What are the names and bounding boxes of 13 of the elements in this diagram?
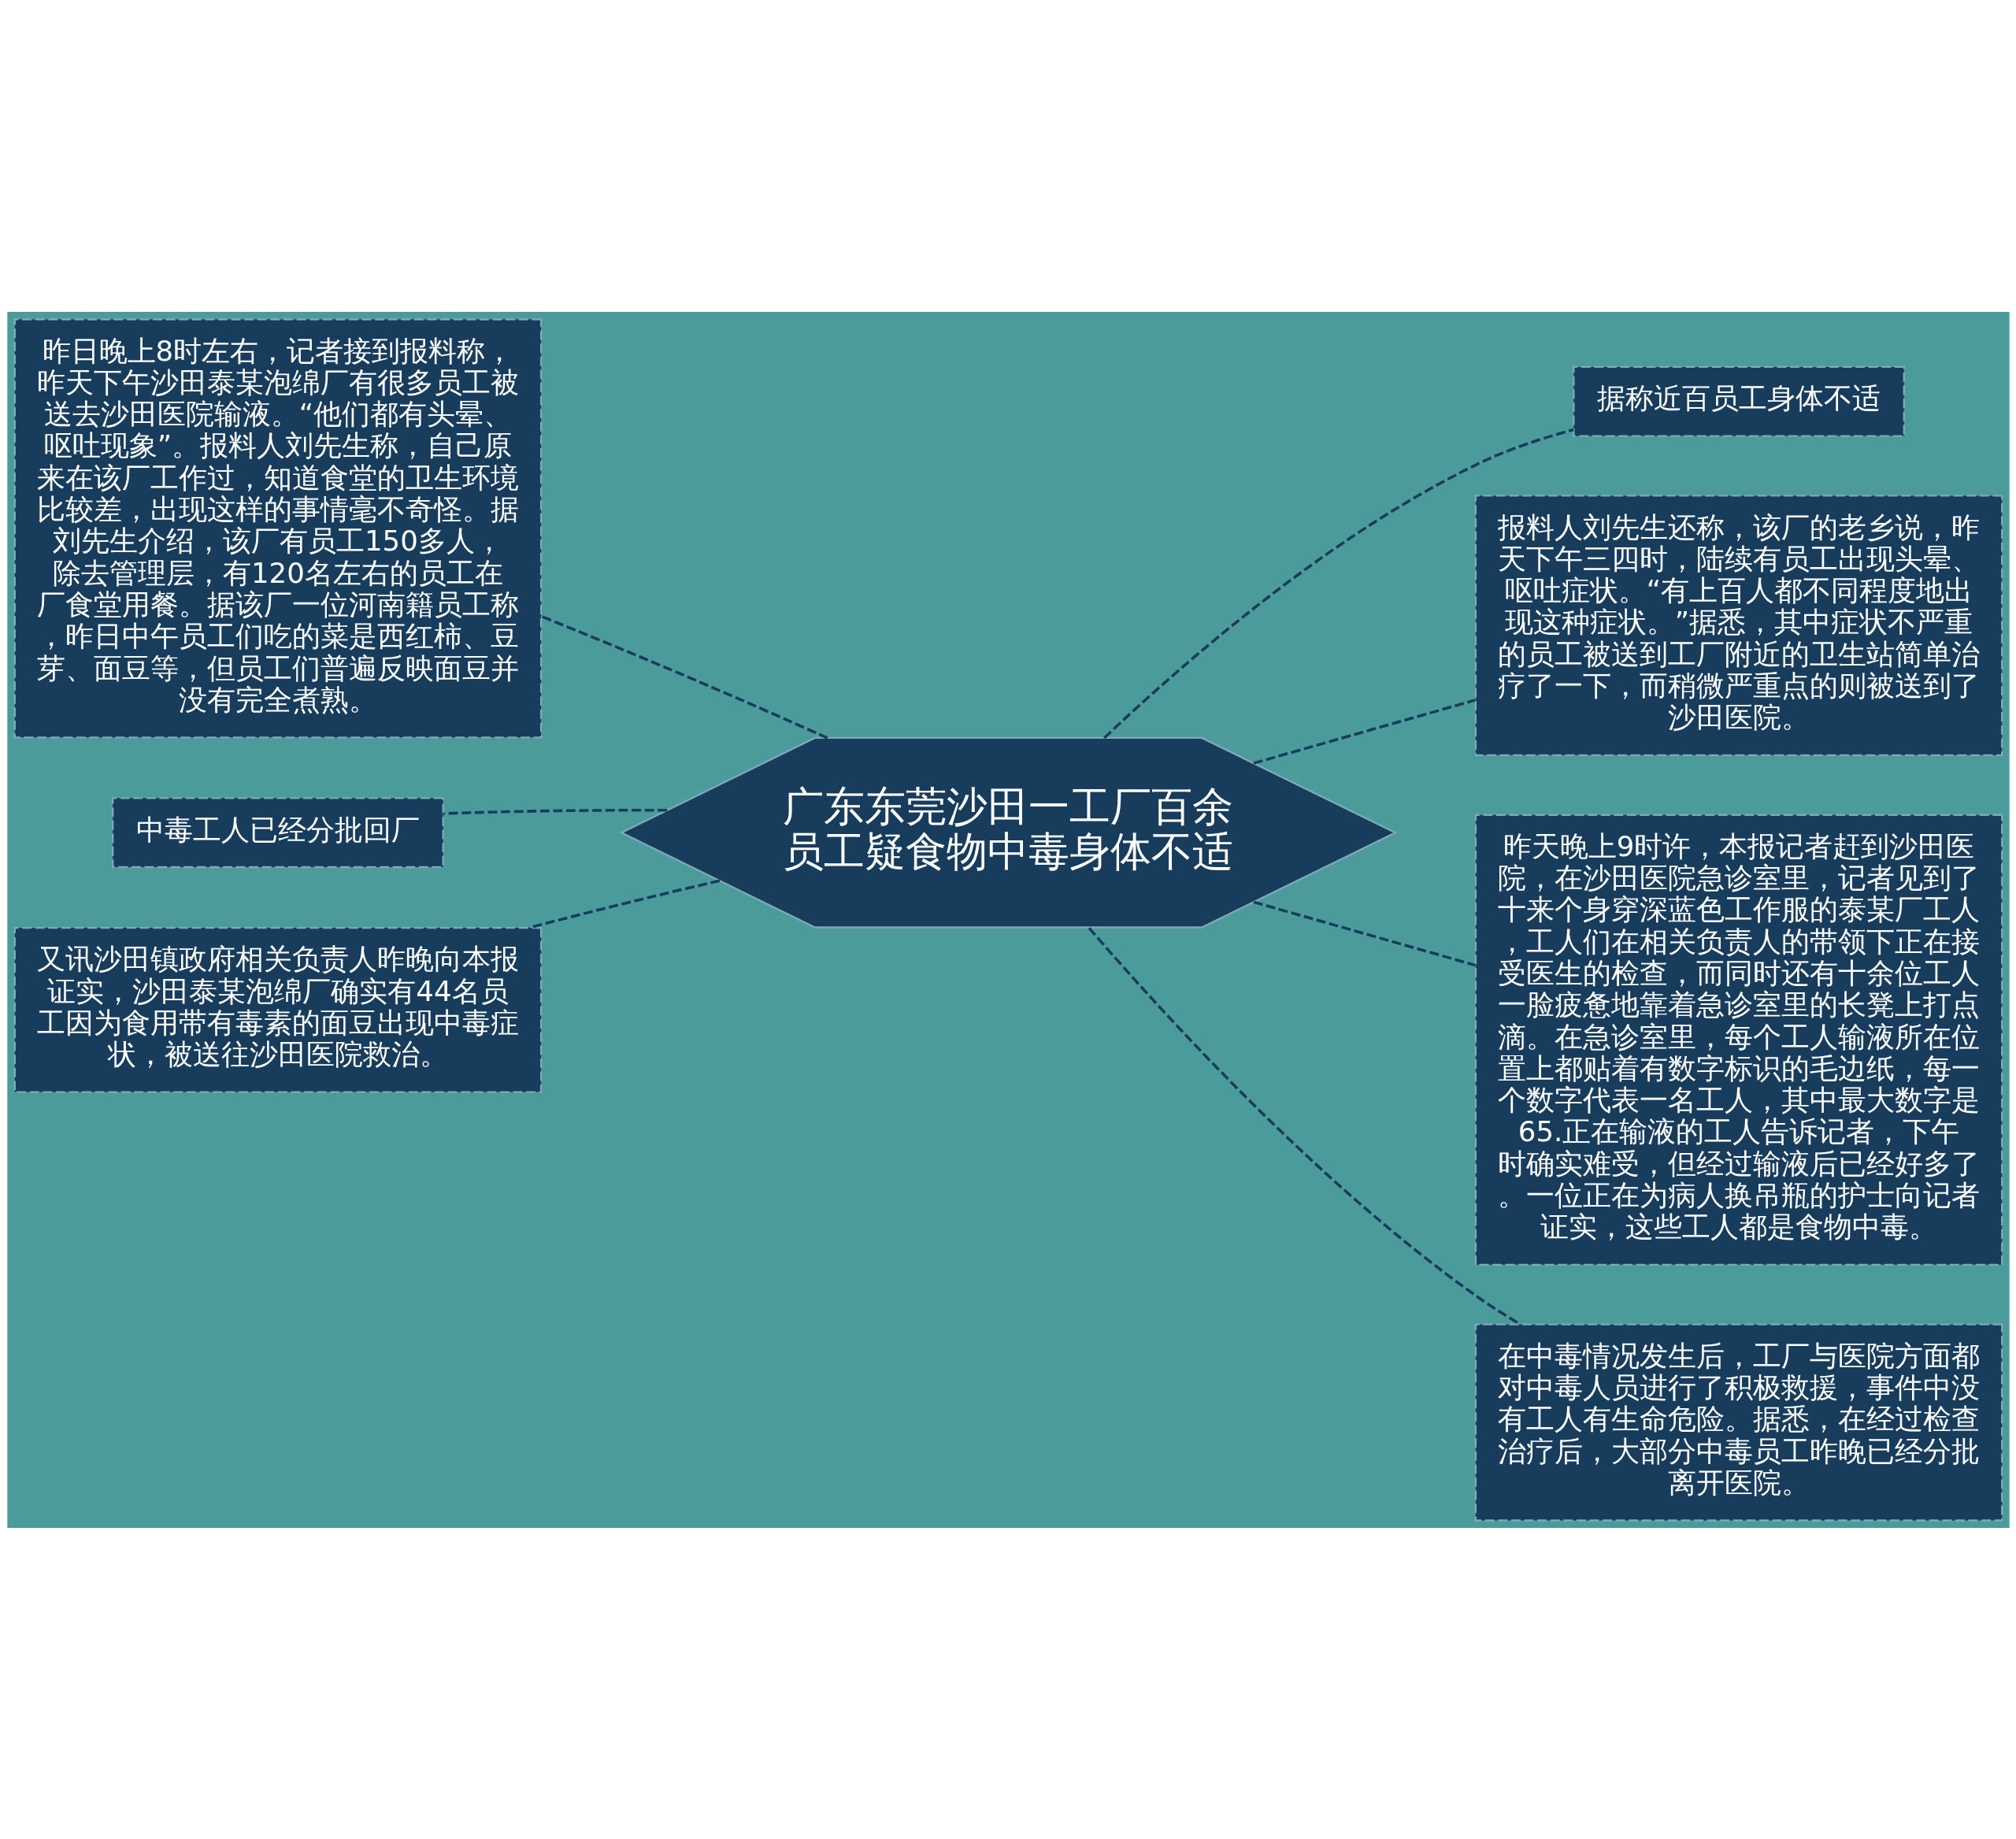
node-box: 又讯沙田镇政府相关负责人昨晚向本报证实，沙田泰某泡绵厂确实有44名员工因为食用带有毒素的面豆出现中毒症状，被送往沙田医院救治。 [13, 926, 542, 1093]
connector [1253, 900, 1476, 966]
node-box: 中毒工人已经分批回厂 [111, 796, 444, 868]
node-box: 据称近百员工身体不适 [1572, 365, 1905, 437]
node-box: 昨天晚上9时许，本报记者赶到沙田医院，在沙田医院急诊室里，记者见到了十来个身穿深蓝色工作服的泰某厂工人，工人们在相关负责人的带领下正在接受医生的检查，而同时还有十余位工人一脸疲惫地靠着急诊室里的长凳上打点滴。在急诊室里，每个工人输液所在位置上都贴着有数字标识的毛边纸，每一个数字代表一名工人，其中最大数字是65.正在输液的工人告诉记者，下午时确实难受，但经过输液后已经好多了。一位正在为病人换吊瓶的护士向记者证实，这些工人都是食物中毒。 [1474, 814, 2003, 1266]
connector [1102, 428, 1574, 739]
connector [540, 614, 828, 740]
node-box: 昨日晚上8时左右，记者接到报料称，昨天下午沙田泰某泡绵厂有很多员工被送去沙田医院输液。“他们都有头晕、呕吐现象”。报料人刘先生称，自己原来在该厂工作过，知道食堂的卫生环境比较差，出现这样的事情毫不奇怪。据刘先生介绍，该厂有员工150多人，除去管理层，有120名左右的员工在厂食堂用餐。据该厂一位河南籍员工称，昨日中午员工们吃的菜是西红柿、豆芽、面豆等，但员工们普遍反映面豆并没有完全煮熟。 [13, 317, 542, 739]
connector [443, 808, 667, 815]
node-box: 报料人刘先生还称，该厂的老乡说，昨天下午三四时，陆续有员工出现头晕、呕吐症状。“有上百人都不同程度地出现这种症状。”据悉，其中症状不严重的员工被送到工厂附近的卫生站简单治疗了一下，而稍微严重点的则被送到了沙田医院。 [1474, 494, 2003, 756]
connector [528, 879, 720, 929]
connector [1253, 698, 1476, 765]
node-box: 在中毒情况发生后，工厂与医院方面都对中毒人员进行了积极救援，事件中没有工人有生命危险。据悉，在经过检查治疗后，大部分中毒员工昨晚已经分批离开医院。 [1474, 1323, 2003, 1522]
